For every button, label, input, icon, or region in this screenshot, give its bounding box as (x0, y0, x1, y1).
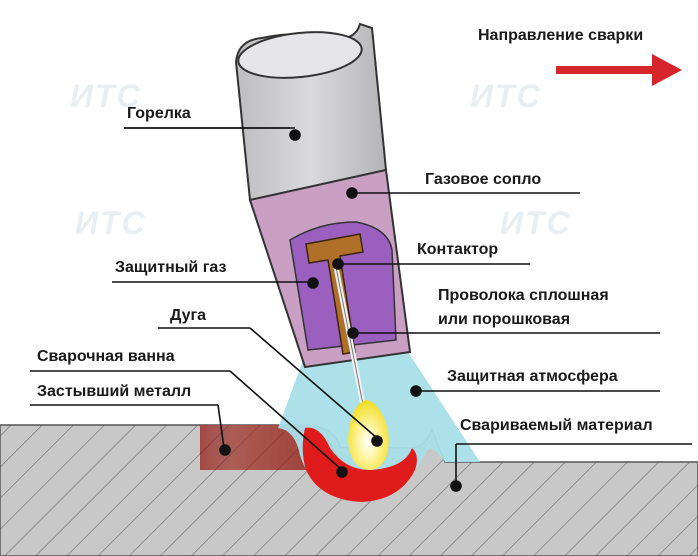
shield-atmosphere-label: Защитная атмосфера (447, 368, 618, 385)
base-material-label: Свариваемый материал (460, 417, 653, 434)
watermark-logo: ИТС (70, 78, 142, 114)
dot-torch (289, 129, 301, 141)
weld-pool-label: Сварочная ванна (37, 348, 175, 365)
torch-label: Горелка (127, 105, 191, 122)
watermark-logo: ИТС (500, 205, 572, 241)
direction-arrow (556, 54, 682, 86)
shield-gas-label: Защитный газ (115, 259, 227, 276)
arc-label: Дуга (170, 307, 207, 324)
gas-nozzle-label: Газовое сопло (425, 171, 542, 188)
welding-arc (348, 400, 389, 470)
wire-label-line1: Проволока сплошная (438, 287, 609, 304)
direction-label: Направление сварки (478, 27, 644, 44)
contactor-label: Контактор (417, 241, 499, 258)
watermark-logo: ИТС (470, 78, 542, 114)
wire-label-line2: или порошковая (438, 311, 571, 328)
watermark-logo: ИТС (75, 205, 147, 241)
solid-metal-label: Застывший металл (37, 383, 192, 400)
weld-pool (302, 427, 417, 502)
